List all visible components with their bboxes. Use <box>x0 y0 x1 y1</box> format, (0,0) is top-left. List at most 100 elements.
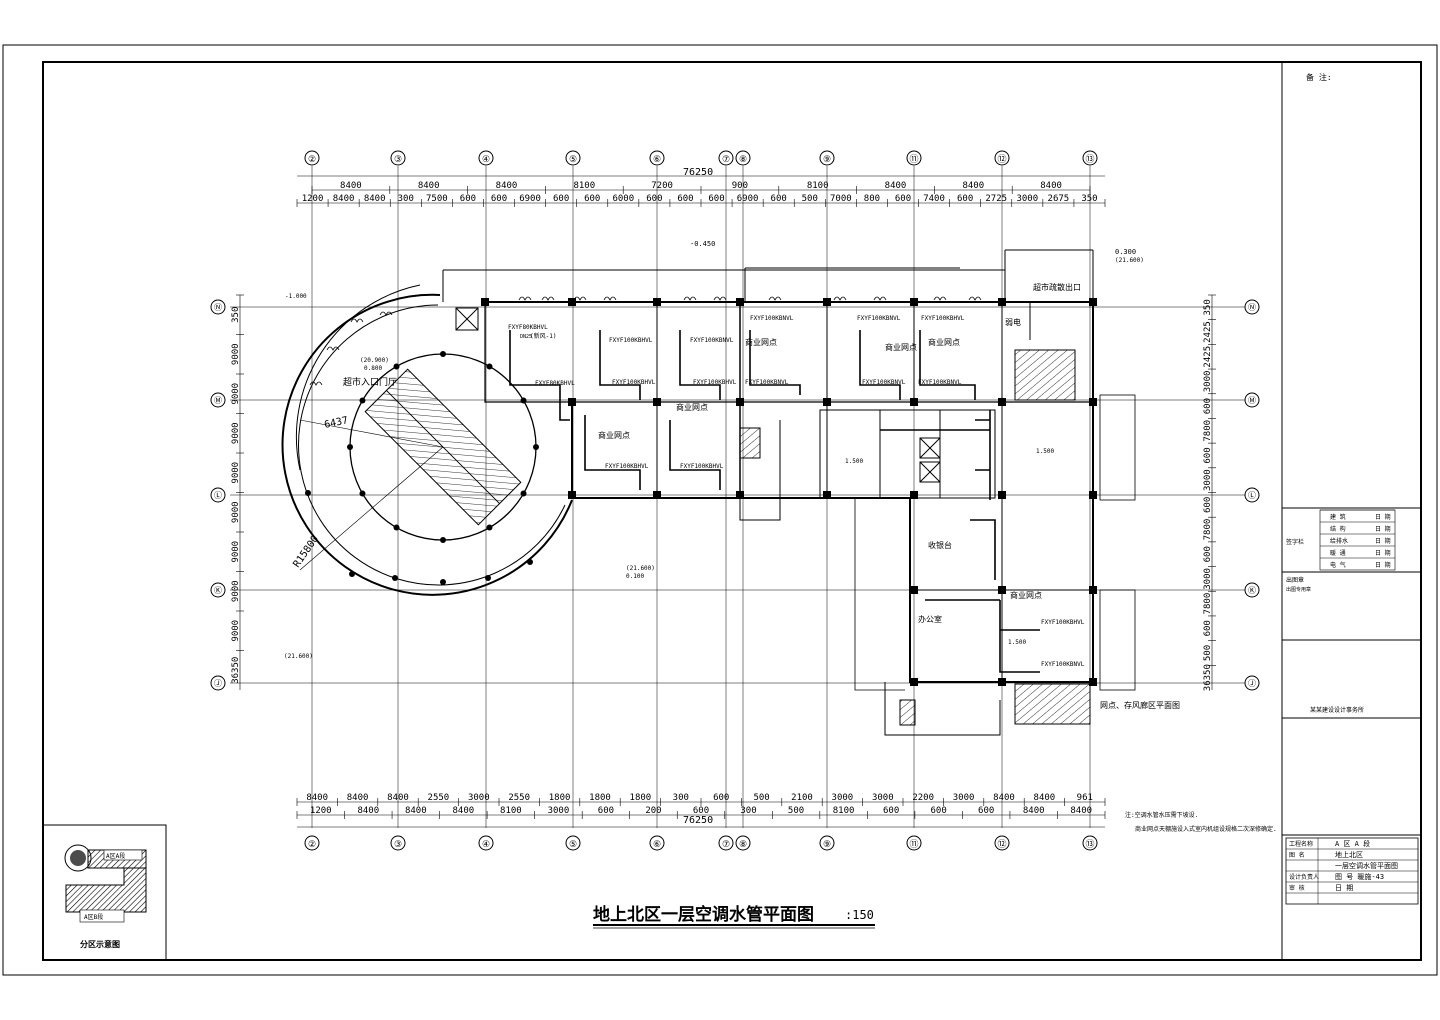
bottom-dim2-value: 8400 <box>1070 806 1092 816</box>
bottom-dim1-value: 3000 <box>872 793 894 803</box>
canopy-mark <box>873 296 887 301</box>
left-dim-value: 36350 <box>231 657 241 684</box>
bottom-dim2-value: 600 <box>598 806 614 816</box>
axis-label-right: Ⓙ <box>1248 679 1256 688</box>
top-dim2-value: 8400 <box>333 194 355 204</box>
bottom-dim1-value: 2200 <box>912 793 934 803</box>
label-shop-1: 商业网点 <box>598 430 630 440</box>
axis-bubble-top <box>906 150 922 166</box>
axis-bubble-top <box>304 150 320 166</box>
top-dim2-value: 600 <box>677 194 693 204</box>
top-dim2-value: 600 <box>895 194 911 204</box>
label-shop-2: 商业网点 <box>676 402 708 412</box>
axis-bubble-right <box>1244 487 1260 503</box>
axis-bubble-bottom <box>906 835 922 851</box>
top-dim2-value: 600 <box>584 194 600 204</box>
info-row-value: 地上北区 <box>1335 850 1363 859</box>
axis-bubble-bottom <box>649 835 665 851</box>
axis-bubble-right <box>1244 392 1260 408</box>
right-dim-value: 3000 <box>1203 371 1213 393</box>
axis-bubble-bottom <box>565 835 581 851</box>
info-frame <box>1285 837 1419 905</box>
hall-column <box>393 363 400 370</box>
label-shop-5: 商业网点 <box>928 337 960 347</box>
axis-bubble-top <box>390 150 406 166</box>
fcu-6: FXYF100KBHVL <box>921 315 965 322</box>
top-dim1-value: 8100 <box>807 181 829 191</box>
fcu-10: FXYF100KBHVL <box>693 379 737 386</box>
axis-label-top: ⑧ <box>739 155 747 165</box>
axis-bubble-bottom <box>994 835 1010 851</box>
canopy-mark <box>573 296 587 301</box>
axis-label-bottom: ③ <box>394 840 402 850</box>
top-dim2-value: 2725 <box>985 194 1007 204</box>
bottom-dim2-value: 8400 <box>1023 806 1045 816</box>
top-dim2-value: 6900 <box>519 194 541 204</box>
info-row-label: 审 核 <box>1289 884 1305 892</box>
top-dim2-value: 600 <box>491 194 507 204</box>
bottom-dim1-value: 500 <box>753 793 769 803</box>
pipe-run <box>669 420 721 490</box>
top-dim1-value: 8100 <box>573 181 595 191</box>
fcu-15: FXYF100KBNVL <box>1041 661 1085 668</box>
discipline-table: 建 筑日 期结 构日 期给排水日 期暖 通日 期电 气日 期 <box>1319 509 1396 571</box>
top-dim1-value: 7200 <box>651 181 673 191</box>
bottom-dim2-value: 600 <box>978 806 994 816</box>
axis-bubble-top <box>735 150 751 166</box>
bottom-dim2-value: 8400 <box>357 806 379 816</box>
elev-top-right-2: (21.600) <box>1115 257 1144 264</box>
rotunda: 超市入口门厅 R15800 6437 (20.900) 0.800 <box>281 284 982 596</box>
axis-label-bottom: ④ <box>482 840 490 850</box>
right-dim-value: 3000 <box>1203 568 1213 590</box>
top-dim2-value: 600 <box>646 194 662 204</box>
axis-label-right: Ⓛ <box>1248 491 1256 500</box>
axis-bubble-bottom <box>718 835 734 851</box>
discipline-date: 日 期 <box>1375 513 1391 521</box>
axis-label-bottom: ⑥ <box>653 840 661 850</box>
discipline-name: 暖 通 <box>1330 549 1346 557</box>
top-dim2-value: 350 <box>1081 194 1097 204</box>
bottom-dim2-value: 3000 <box>548 806 570 816</box>
top-dim2-value: 7400 <box>923 194 945 204</box>
hall-column <box>359 397 366 404</box>
right-dim-value: 600 <box>1203 497 1213 513</box>
fcu-12: FXYF100KBNVL <box>862 379 906 386</box>
discipline-name: 电 气 <box>1330 561 1346 569</box>
axis-label-right: Ⓜ <box>1248 396 1256 405</box>
fcu-2: FXYF100KBHVL <box>609 337 653 344</box>
bottom-dim1-value: 3000 <box>832 793 854 803</box>
bottom-dim2-value: 8400 <box>453 806 475 816</box>
pipe-run <box>999 600 1040 673</box>
bottom-dim1-value: 2550 <box>508 793 530 803</box>
top-dim1-value: 8400 <box>885 181 907 191</box>
bottom-dim2-value: 600 <box>883 806 899 816</box>
hall-column <box>486 363 493 370</box>
axis-label-top: ③ <box>394 155 402 165</box>
right-dim-value: 600 <box>1203 546 1213 562</box>
structural-column <box>910 491 918 499</box>
overall-dim-bottom: 76250 <box>683 815 713 826</box>
rotunda-columns <box>305 351 539 585</box>
diameter-label: 6437 <box>323 415 349 431</box>
axis-bubble-right <box>1244 675 1260 691</box>
discipline-frame <box>1319 509 1396 571</box>
hall-column <box>347 444 353 450</box>
info-row-value: 一层空调水管平面图 <box>1335 861 1398 870</box>
bottom-dim1-value: 3000 <box>953 793 975 803</box>
axis-label-top: ⑪ <box>909 154 918 165</box>
elev-mid-1: (21.600) <box>626 565 655 572</box>
right-dim-value: 600 <box>1203 398 1213 414</box>
axis-bubble-top <box>819 150 835 166</box>
right-dim-value: 2425 <box>1203 321 1213 343</box>
axis-label-bottom: ⑤ <box>569 840 577 850</box>
firm-name: 某某建设设计事务所 <box>1310 706 1364 714</box>
top-dim1-value: 8400 <box>1040 181 1062 191</box>
building-plan <box>442 249 1136 736</box>
axis-bubble-top <box>718 150 734 166</box>
keyplan-zone-b-label: A区B段 <box>84 913 103 921</box>
canopy-mark <box>350 318 364 323</box>
axis-bubble-bottom <box>390 835 406 851</box>
label-stair-plan: 网点、存风廊区平面图 <box>1100 700 1180 710</box>
bottom-dim1-value: 8400 <box>387 793 409 803</box>
